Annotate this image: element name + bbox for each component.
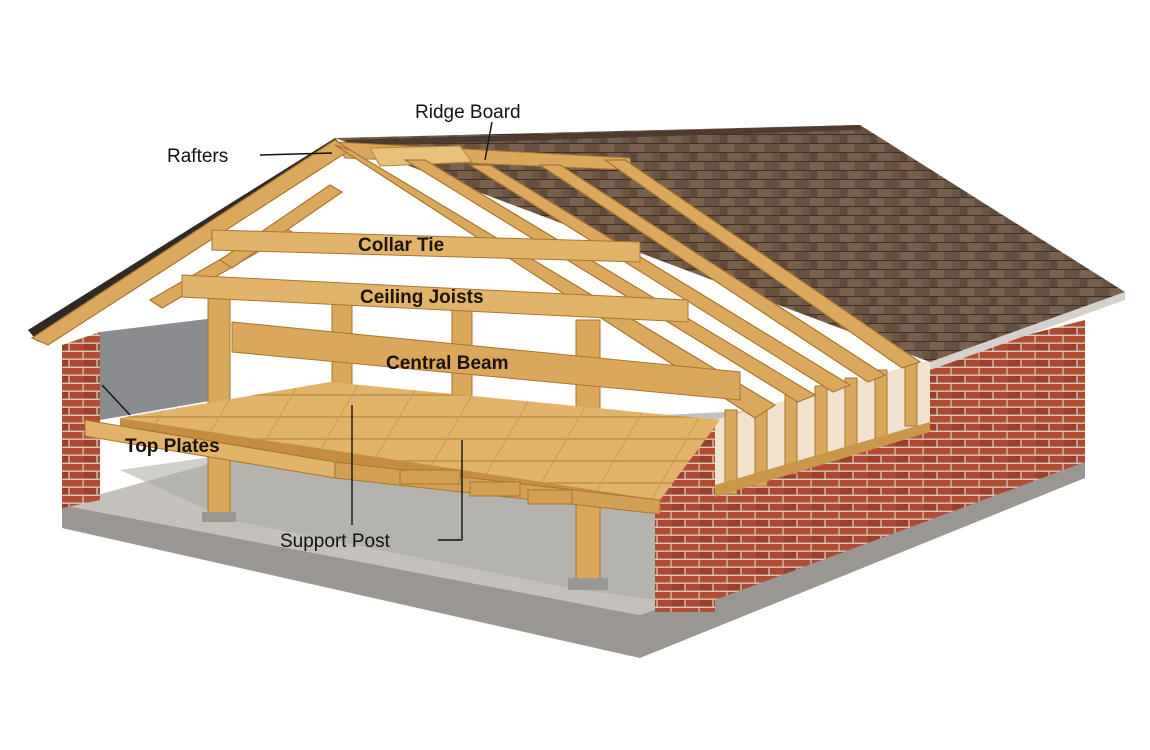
central-beam-board — [231, 321, 741, 401]
floor-joists — [399, 469, 573, 505]
label-collar-tie: Collar Tie — [358, 235, 444, 256]
label-central-beam: Central Beam — [386, 353, 509, 374]
label-ridge-board: Ridge Board — [415, 102, 521, 123]
label-rafters: Rafters — [167, 146, 228, 167]
label-support-post: Support Post — [280, 531, 391, 552]
brick-wall-left — [62, 318, 215, 508]
collar-tie-board — [211, 229, 641, 263]
rafters — [30, 139, 922, 419]
label-top-plates: Top Plates — [125, 436, 220, 457]
label-ceiling-joists: Ceiling Joists — [360, 287, 484, 308]
post-bases — [202, 512, 608, 590]
ceiling-joists-board — [181, 274, 689, 323]
leader-lines — [101, 121, 493, 541]
wall-studs-right — [715, 360, 930, 497]
